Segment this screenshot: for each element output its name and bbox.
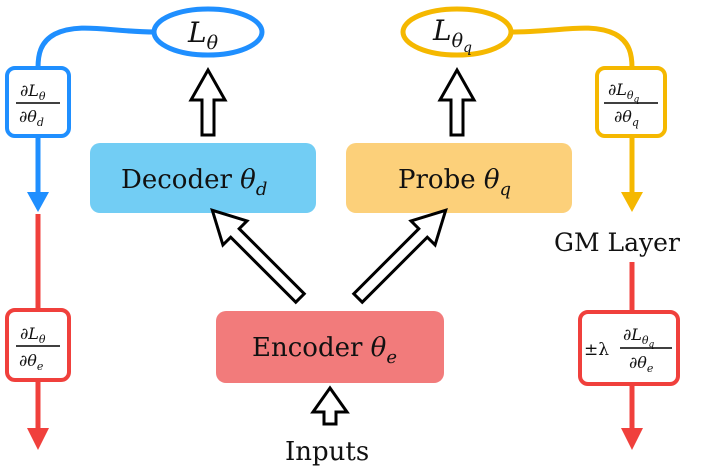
probe-loss-ellipse <box>400 6 514 58</box>
right-bottom-grad-numerator: ∂Lθq <box>623 325 655 350</box>
decoder-loss-ellipse <box>151 6 265 58</box>
right-top-gradient-box <box>595 66 667 138</box>
decoder-box <box>90 143 316 213</box>
decoder-loss-label: Lθ <box>187 16 219 54</box>
encoder-box <box>216 311 444 383</box>
left-bottom-grad-numerator: ∂Lθ <box>20 324 46 346</box>
encoder-label: Encoder θe <box>252 333 397 368</box>
right-red-arrowhead <box>621 428 643 450</box>
right-top-grad-numerator: ∂Lθq <box>608 80 640 105</box>
left-red-arrowhead <box>27 428 49 450</box>
decoder-to-loss-arrow <box>188 66 228 137</box>
left-bottom-grad-denominator: ∂θe <box>19 351 44 373</box>
probe-label: Probe θq <box>398 165 511 200</box>
probe-box <box>346 143 572 213</box>
gm-layer-label: GM Layer <box>554 228 680 257</box>
right-yellow-arrowhead <box>621 192 643 212</box>
left-bottom-gradient-box <box>5 308 71 382</box>
probe-loss-label: Lθq <box>432 14 472 56</box>
encoder-to-decoder-arrow <box>210 208 307 305</box>
right-bottom-grad-prefix: ±λ <box>584 340 609 360</box>
right-loss-curve <box>509 25 635 69</box>
left-top-grad-numerator: ∂Lθ <box>20 81 46 103</box>
right-top-grad-denominator: ∂θq <box>614 107 639 129</box>
encoder-to-probe-arrow <box>351 208 448 305</box>
left-top-grad-denominator: ∂θd <box>19 107 44 129</box>
decoder-label: Decoder θd <box>121 165 267 200</box>
left-loss-curve <box>35 25 156 69</box>
inputs-label: Inputs <box>285 437 369 467</box>
left-top-gradient-box <box>5 66 71 138</box>
left-blue-arrowhead <box>27 192 49 212</box>
right-bottom-grad-denominator: ∂θe <box>629 353 654 375</box>
probe-to-loss-arrow <box>437 66 477 137</box>
inputs-to-encoder-arrow <box>310 385 350 426</box>
